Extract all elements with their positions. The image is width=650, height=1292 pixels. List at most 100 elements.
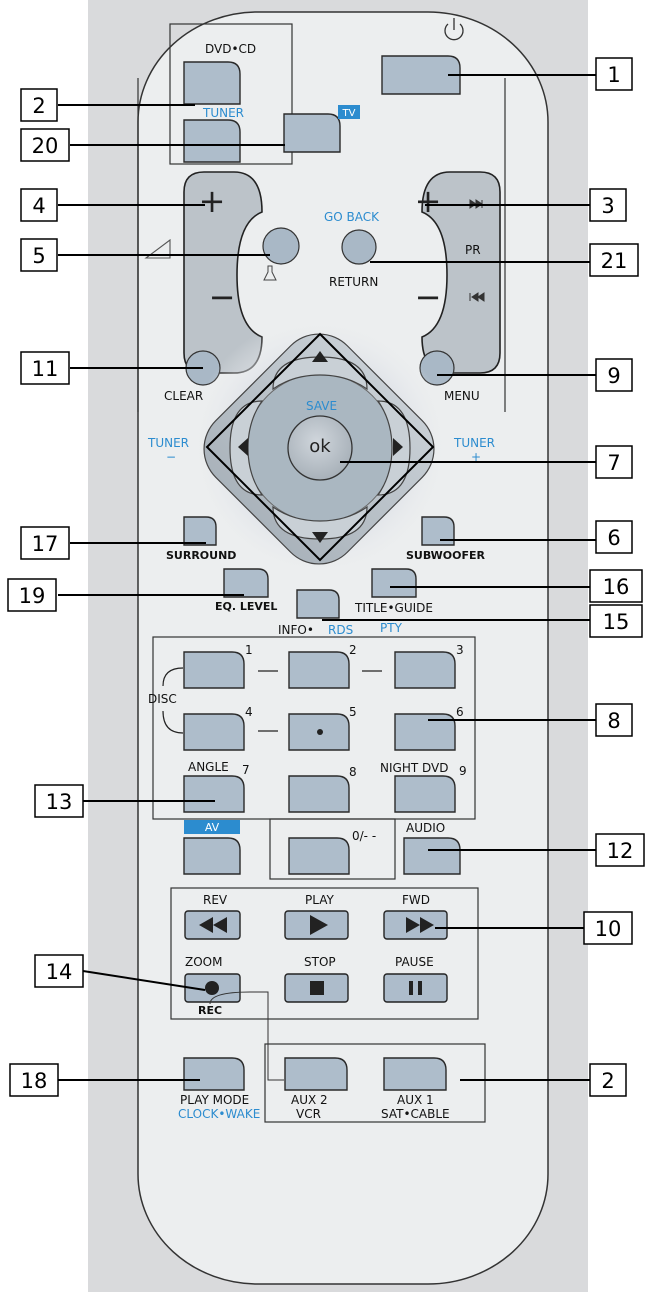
aux1-button[interactable] — [383, 1057, 447, 1091]
key-4[interactable] — [183, 713, 245, 751]
fwd-label: FWD — [402, 893, 430, 907]
key-3[interactable] — [394, 651, 456, 689]
title-guide-label: TITLE•GUIDE — [354, 601, 433, 615]
key-6[interactable] — [394, 713, 456, 751]
tuner-plus-label: TUNER — [453, 436, 495, 450]
nav-down-button[interactable] — [272, 505, 368, 540]
pause-icon-right — [418, 981, 422, 995]
callout-21: 21 — [601, 249, 628, 273]
callout-2a: 2 — [32, 94, 45, 118]
callout-box-16 — [589, 569, 643, 603]
eq-level-button[interactable] — [223, 568, 269, 598]
callout-box-5 — [20, 238, 58, 272]
disc-label: DISC — [148, 692, 177, 706]
key-0[interactable] — [288, 837, 350, 875]
callout-box-18 — [9, 1063, 59, 1097]
mute-button[interactable] — [262, 227, 300, 265]
disc-bracket — [162, 667, 184, 734]
transport-frame — [170, 887, 479, 1020]
tuner-minus-sign: − — [166, 450, 176, 464]
ok-button[interactable] — [287, 415, 353, 481]
aux2-button[interactable] — [284, 1057, 348, 1091]
key-5-label: 5 — [349, 705, 357, 719]
dvd-cd-button[interactable] — [183, 61, 241, 105]
callout-box-17 — [20, 526, 70, 560]
power-button[interactable] — [381, 55, 461, 95]
callout-8: 8 — [607, 709, 620, 733]
record-icon — [205, 981, 219, 995]
aux1-label: AUX 1 — [397, 1093, 434, 1107]
key-2-label: 2 — [349, 643, 357, 657]
go-back-label: GO BACK — [324, 210, 380, 224]
volume-minus: − — [209, 278, 236, 316]
subwoofer-label: SUBWOOFER — [406, 549, 486, 562]
key-6-label: 6 — [456, 705, 464, 719]
fast-forward-icon — [406, 917, 434, 933]
callout-box-11 — [20, 351, 70, 385]
key-7[interactable] — [183, 775, 245, 813]
key-2[interactable] — [288, 651, 350, 689]
callout-box-2b — [589, 1063, 627, 1097]
callout-box-2a — [20, 88, 58, 122]
info-label: INFO• — [278, 623, 314, 637]
callout-box-1 — [595, 57, 633, 91]
program-rocker[interactable] — [421, 171, 501, 374]
callout-box-3 — [589, 188, 627, 222]
ok-label: ok — [309, 436, 331, 457]
key-1[interactable] — [183, 651, 245, 689]
play-mode-button[interactable] — [183, 1057, 245, 1091]
tuner-button[interactable] — [183, 119, 241, 163]
key-5-dot — [317, 729, 323, 735]
callout-box-15 — [589, 604, 643, 638]
tuner-plus-sign: + — [471, 450, 481, 464]
callout-12: 12 — [607, 839, 634, 863]
av-badge-text: AV — [205, 821, 220, 834]
av-button[interactable] — [183, 837, 241, 875]
arrow-down-icon — [312, 532, 328, 543]
pty-label: PTY — [380, 621, 403, 635]
callout-box-9 — [595, 358, 633, 392]
callout-5: 5 — [32, 244, 45, 268]
arrow-left-icon — [238, 438, 248, 456]
clock-wake-label: CLOCK•WAKE — [178, 1107, 260, 1121]
callout-box-20 — [20, 128, 70, 162]
nav-diamond-outline — [205, 332, 435, 562]
callout-15: 15 — [603, 610, 630, 634]
key-3-label: 3 — [456, 643, 464, 657]
tuner-top-label: TUNER — [202, 106, 244, 120]
key-9[interactable] — [394, 775, 456, 813]
callout-box-8 — [595, 703, 633, 737]
tv-button[interactable] — [283, 113, 341, 153]
callout-3: 3 — [601, 194, 614, 218]
power-icon — [444, 23, 464, 41]
pause-button[interactable] — [383, 973, 448, 1003]
callout-box-21 — [589, 243, 639, 277]
key-8[interactable] — [288, 775, 350, 813]
arrow-right-icon — [393, 438, 403, 456]
key-0-label: 0/- - — [352, 829, 376, 843]
callout-18: 18 — [21, 1069, 48, 1093]
callout-4: 4 — [32, 194, 45, 218]
volume-plus: + — [199, 182, 226, 220]
aux-frame — [264, 1043, 486, 1123]
callout-17: 17 — [32, 532, 59, 556]
zoom-label: ZOOM — [185, 955, 222, 969]
return-label: RETURN — [329, 275, 378, 289]
callout-box-12 — [595, 833, 645, 867]
rec-label: REC — [198, 1004, 222, 1017]
night-dvd-label: NIGHT DVD — [380, 761, 448, 775]
callout-10: 10 — [595, 917, 622, 941]
play-icon — [310, 915, 328, 935]
callout-box-14 — [34, 954, 84, 988]
surround-button[interactable] — [183, 516, 217, 546]
audio-button[interactable] — [403, 837, 461, 875]
callout-box-19 — [7, 578, 57, 612]
volume-ramp-icon — [144, 238, 171, 259]
return-button[interactable] — [341, 229, 377, 265]
key-7-label: 7 — [242, 763, 250, 777]
title-guide-button[interactable] — [371, 568, 417, 598]
callout-box-4 — [20, 188, 58, 222]
info-rds-button[interactable] — [296, 589, 340, 619]
angle-label: ANGLE — [188, 760, 229, 774]
source-frame — [169, 23, 293, 165]
